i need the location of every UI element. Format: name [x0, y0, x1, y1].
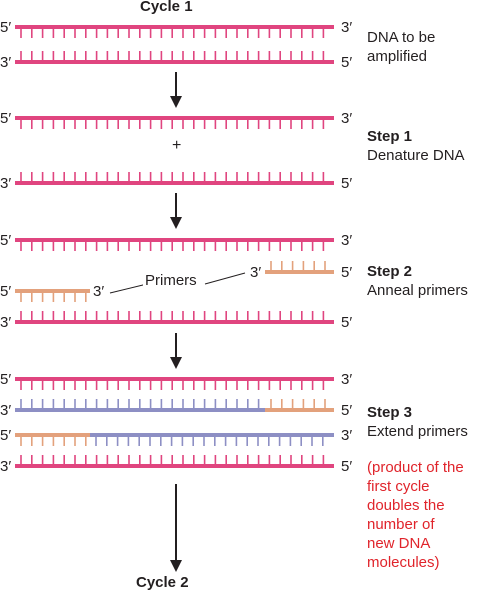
step-1-title: Step 1 [367, 128, 413, 145]
anneal-bottom-strand-bases [20, 311, 325, 322]
note-line: first cycle [367, 478, 430, 495]
step-1-desc: Denature DNA [367, 147, 465, 164]
right-primer-5end: 5′ [341, 264, 352, 281]
cycle-1-label: Cycle 1 [140, 0, 193, 15]
denatured-bottom-left-end: 3′ [0, 175, 11, 192]
extend-new-strand-1-seg1 [265, 408, 334, 412]
extend-new-1-left-end: 3′ [0, 402, 11, 419]
template-bottom-strand-bases [20, 51, 325, 62]
extend-new-1-right-end: 5′ [341, 402, 352, 419]
arrow-1-head [170, 96, 182, 108]
anneal-bottom-right-end: 5′ [341, 314, 352, 331]
arrow-4-head [170, 560, 182, 572]
template-bottom-right-end: 5′ [341, 54, 352, 71]
note-line: doubles the [367, 497, 445, 514]
template-bottom-strand [15, 60, 334, 64]
template-bottom-left-end: 3′ [0, 54, 11, 71]
template-top-left-end: 5′ [0, 19, 11, 36]
template-top-strand-bases [20, 27, 325, 38]
extend-bottom-template [15, 464, 334, 468]
extend-bottom-template-right-end: 5′ [341, 458, 352, 475]
extend-new-strand-1-seg0-bases [20, 399, 260, 410]
extend-top-template-bases [20, 379, 325, 390]
anneal-top-strand-bases [20, 240, 325, 251]
primer-leader-left [109, 283, 148, 294]
denatured-bottom-strand-bases [20, 172, 325, 183]
template-top-right-end: 3′ [341, 19, 352, 36]
plus-sign: + [172, 137, 182, 154]
extend-new-strand-2-seg1-bases [95, 435, 324, 446]
extend-new-strand-2-seg0-bases [20, 435, 87, 446]
step-3-desc: Extend primers [367, 423, 468, 440]
anneal-bottom-left-end: 3′ [0, 314, 11, 331]
primer-leader-right [204, 272, 246, 285]
denatured-bottom-strand [15, 181, 334, 185]
note-line: (product of the [367, 459, 464, 476]
extend-top-template-left-end: 5′ [0, 371, 11, 388]
extend-top-template-right-end: 3′ [341, 371, 352, 388]
dna-label-line2: amplified [367, 48, 428, 65]
anneal-top-left-end: 5′ [0, 232, 11, 249]
note-line: molecules) [367, 554, 440, 571]
anneal-top-strand [15, 238, 334, 242]
right-primer [265, 270, 334, 274]
cycle-2-label: Cycle 2 [136, 574, 189, 591]
denatured-top-strand [15, 116, 334, 120]
left-primer-3end: 3′ [93, 283, 104, 300]
anneal-bottom-strand [15, 320, 334, 324]
right-primer-bases [270, 261, 326, 272]
arrow-3-head [170, 357, 182, 369]
left-primer-bases [20, 291, 87, 302]
template-top-strand [15, 25, 334, 29]
left-primer [15, 289, 90, 293]
left-primer-5end: 5′ [0, 283, 11, 300]
extend-new-strand-2-seg1 [90, 433, 334, 437]
step-2-title: Step 2 [367, 263, 413, 280]
denatured-bottom-right-end: 5′ [341, 175, 352, 192]
step-3-title: Step 3 [367, 404, 413, 421]
extend-new-2-left-end: 5′ [0, 427, 11, 444]
anneal-top-right-end: 3′ [341, 232, 352, 249]
arrow-2-head [170, 217, 182, 229]
extend-new-2-right-end: 3′ [341, 427, 352, 444]
denatured-top-left-end: 5′ [0, 110, 11, 127]
extend-new-strand-1-seg1-bases [270, 399, 326, 410]
extend-new-strand-2-seg0 [15, 433, 90, 437]
right-primer-3end: 3′ [250, 264, 261, 281]
note-line: number of [367, 516, 435, 533]
extend-bottom-template-bases [20, 455, 325, 466]
denatured-top-strand-bases [20, 118, 325, 129]
extend-top-template [15, 377, 334, 381]
note-line: new DNA [367, 535, 431, 552]
primers-label: Primers [143, 272, 199, 289]
denatured-top-right-end: 3′ [341, 110, 352, 127]
dna-label-line1: DNA to be [367, 29, 436, 46]
step-2-desc: Anneal primers [367, 282, 468, 299]
extend-bottom-template-left-end: 3′ [0, 458, 11, 475]
